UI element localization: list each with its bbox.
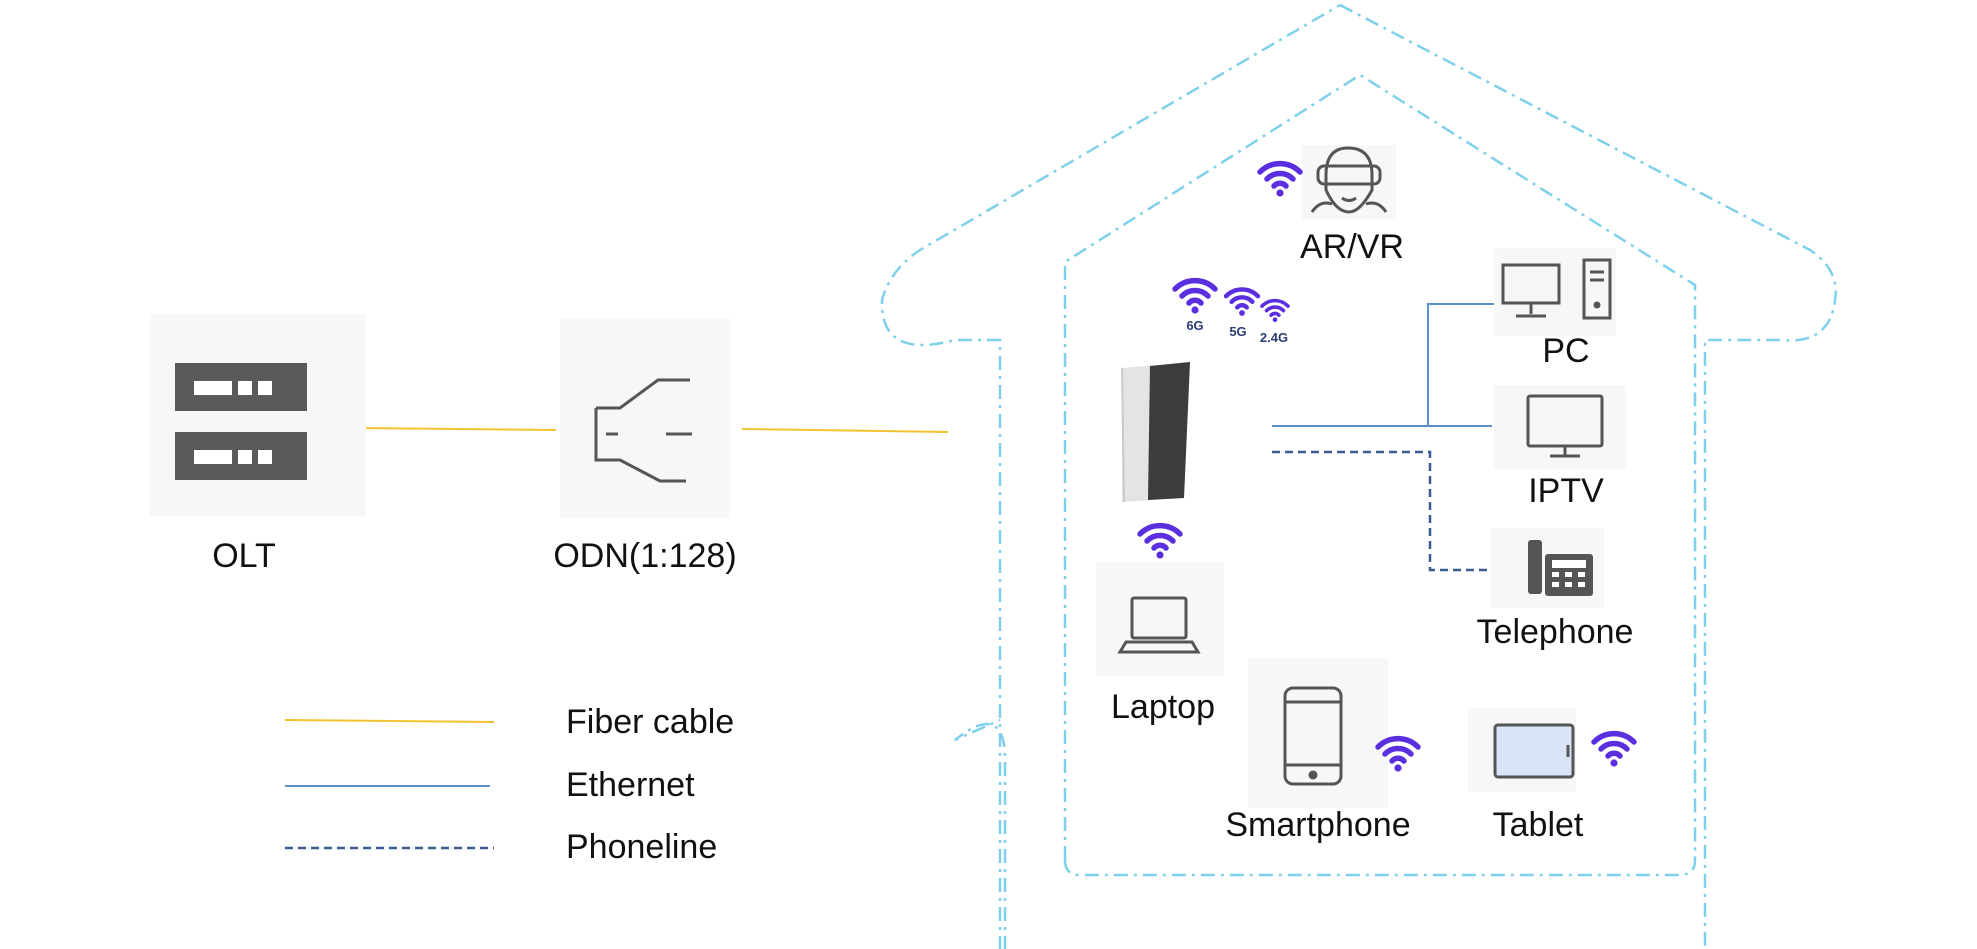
- wifi-icon-6g: [1175, 281, 1215, 314]
- legend: Fiber cable Ethernet Phoneline: [284, 703, 734, 866]
- legend-ethernet-label: Ethernet: [566, 766, 695, 804]
- legend-fiber-label: Fiber cable: [566, 703, 734, 741]
- laptop-label: Laptop: [1111, 688, 1215, 726]
- vr-headset-icon: [1310, 146, 1388, 214]
- iptv-node: IPTV: [1494, 385, 1626, 510]
- tv-icon: [1526, 394, 1604, 458]
- telephone-label: Telephone: [1477, 613, 1634, 651]
- iptv-label: IPTV: [1528, 472, 1604, 510]
- laptop-node: Laptop: [1096, 562, 1224, 726]
- splitter-icon: [594, 378, 692, 483]
- telephone-icon: [1528, 540, 1593, 596]
- laptop-icon: [1117, 596, 1201, 654]
- desktop-pc-icon: [1501, 258, 1612, 320]
- olt-label: OLT: [212, 537, 276, 575]
- tablet-label: Tablet: [1493, 806, 1584, 844]
- telephone-node: Telephone: [1477, 528, 1634, 651]
- ar-vr-node: AR/VR: [1260, 145, 1404, 266]
- wifi-icon-ar-vr: [1260, 164, 1300, 197]
- smartphone-icon: [1283, 686, 1343, 786]
- fiber-odn-ont: [741, 428, 949, 433]
- wifi-icon-router: [1140, 526, 1180, 559]
- smartphone-node: Smartphone: [1225, 658, 1418, 844]
- wifi-icon-2-4g: [1260, 298, 1290, 324]
- band-label-2-4g: 2.4G: [1260, 330, 1288, 345]
- legend-fiber-swatch: [284, 719, 495, 723]
- ont-router: [1121, 362, 1190, 503]
- ar-vr-label: AR/VR: [1300, 228, 1404, 266]
- olt-icon: [175, 363, 307, 480]
- tablet-node: Tablet: [1468, 708, 1634, 844]
- legend-phoneline-label: Phoneline: [566, 828, 717, 866]
- fiber-olt-odn: [349, 427, 557, 431]
- pc-node: PC: [1494, 248, 1616, 370]
- odn-node: ODN(1:128): [553, 318, 737, 575]
- band-label-5g: 5G: [1229, 324, 1246, 339]
- wifi-icon-tablet: [1594, 734, 1634, 767]
- wifi-icon-5g: [1226, 289, 1258, 315]
- tablet-icon: [1493, 723, 1575, 779]
- house-inner-outline: [1063, 73, 1697, 877]
- band-label-6g: 6G: [1186, 318, 1203, 333]
- olt-node: OLT: [150, 314, 366, 575]
- phoneline-ont-telephone: [1272, 450, 1490, 572]
- pc-label: PC: [1542, 332, 1589, 370]
- house-outer-outline: [880, 3, 1837, 949]
- ethernet-ont-pc: [1272, 303, 1498, 427]
- smartphone-label: Smartphone: [1225, 806, 1410, 844]
- odn-label: ODN(1:128): [553, 537, 736, 575]
